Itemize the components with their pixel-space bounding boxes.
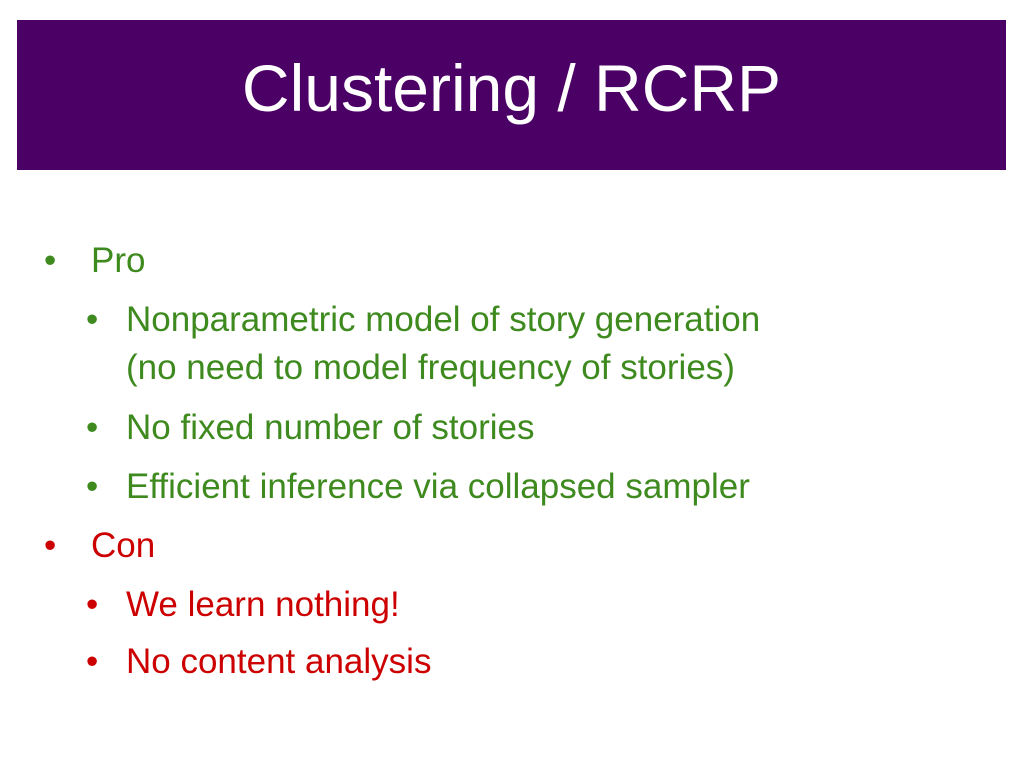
- pro-item: Efficient inference via collapsed sample…: [126, 467, 750, 506]
- bullet-icon: •: [44, 241, 57, 280]
- bullet-icon: •: [86, 585, 99, 624]
- bullet-icon: •: [86, 467, 99, 506]
- bullet-icon: •: [86, 642, 99, 681]
- bullet-icon: •: [86, 408, 99, 447]
- pro-item: Nonparametric model of story generation: [126, 300, 761, 339]
- pro-heading: Pro: [91, 241, 146, 280]
- bullet-icon: •: [86, 300, 99, 339]
- con-heading: Con: [91, 526, 156, 565]
- con-item: No content analysis: [126, 642, 432, 681]
- slide-title: Clustering / RCRP: [241, 51, 782, 125]
- con-item: We learn nothing!: [126, 585, 400, 624]
- pro-item-continued: (no need to model frequency of stories): [126, 348, 735, 387]
- title-bar: Clustering / RCRP: [17, 20, 1006, 170]
- pro-item: No fixed number of stories: [126, 408, 535, 447]
- bullet-icon: •: [44, 526, 57, 565]
